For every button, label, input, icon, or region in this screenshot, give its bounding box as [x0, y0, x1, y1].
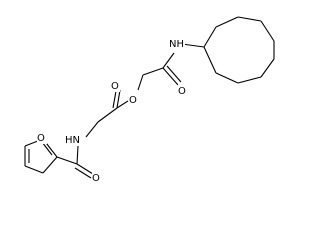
bond [41, 141, 53, 156]
bond [74, 167, 92, 179]
bond [42, 156, 58, 174]
bond [237, 16, 262, 22]
bond [76, 145, 79, 165]
bond [260, 58, 275, 78]
bond [166, 65, 182, 83]
atom-label-o: O [111, 81, 119, 92]
atom-label-o: O [92, 173, 100, 184]
bond [162, 52, 175, 69]
bond [24, 165, 44, 174]
atom-label-hn: HN [65, 135, 80, 146]
bond [112, 90, 117, 109]
bond [142, 67, 164, 76]
bond [76, 163, 94, 175]
bond [116, 89, 121, 109]
bond [137, 74, 144, 91]
bonds [24, 16, 275, 179]
atom-label-o: O [178, 86, 186, 97]
bond [203, 26, 217, 48]
atom-label-nh: NH [169, 39, 184, 50]
atom-labels: NH O O O HN O O [37, 37, 187, 184]
bond [215, 16, 239, 28]
bond [85, 121, 99, 138]
bond [260, 20, 275, 42]
bond [181, 43, 205, 48]
bond [203, 46, 217, 74]
bond [97, 107, 118, 123]
molecule-structure: NH O O O HN O O [24, 16, 275, 184]
bond [56, 156, 78, 165]
bond [215, 72, 239, 84]
atom-label-o: O [37, 133, 45, 144]
atom-label-o: O [129, 95, 137, 106]
bond [237, 76, 262, 84]
bond [116, 100, 129, 109]
bond [162, 67, 179, 86]
